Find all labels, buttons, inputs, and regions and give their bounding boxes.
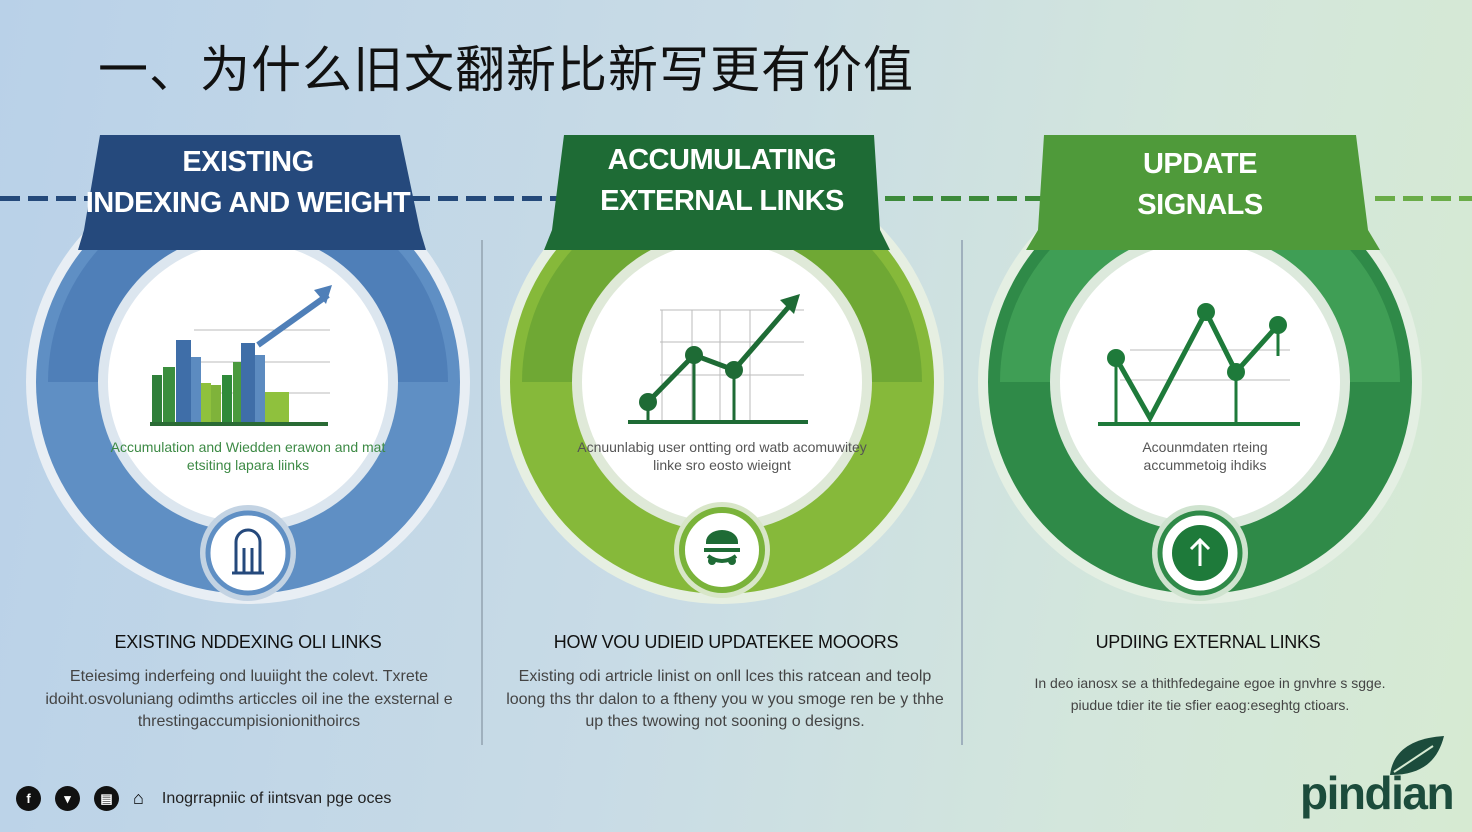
inner-description: Acnuunlabig user ontting ord watb acomuw… [577, 439, 867, 473]
card-body: In deo ianosx se a thithfedegaine egoe i… [1034, 675, 1386, 713]
ring-graphic [26, 135, 470, 604]
footer-text: Inogrrapniic of iintsvan pge oces [161, 789, 392, 807]
card-heading: HOW VOU UDIEID UPDATEKEE MOOORS [553, 632, 899, 652]
leaf-icon [1390, 736, 1444, 775]
card-heading: UPDIING EXTERNAL LINKS [1095, 632, 1321, 652]
card-heading: EXISTING NDDEXING OLI LINKS [114, 632, 382, 652]
dashed-line-mid2 [885, 196, 1045, 201]
inner-description: Acounmdaten rteing accummetoig ihdiks [1142, 439, 1268, 473]
twitter-icon[interactable]: ▾ [55, 786, 80, 811]
pindian-logo: pindian [1298, 730, 1458, 825]
ring-graphic [500, 135, 944, 604]
bar-chart-icon [150, 285, 332, 426]
card-body: Existing odi artricle linist on onll lce… [506, 668, 944, 730]
line-chart-icon [628, 294, 808, 424]
inner-description: Accumulation and Wiedden erawon and mat … [110, 439, 386, 473]
line-chart-icon [1098, 303, 1300, 426]
ring-graphic [978, 135, 1422, 604]
share-icon[interactable]: ⌂ [133, 788, 144, 808]
logo-text: pindian [1300, 767, 1455, 819]
grid-icon[interactable]: ▤ [94, 786, 119, 811]
divider [961, 240, 963, 745]
dashed-line-mid [410, 196, 560, 201]
facebook-icon[interactable]: f [16, 786, 41, 811]
divider [481, 240, 483, 745]
dashed-line-left [0, 196, 90, 201]
card-body: Eteiesimg inderfeing ond luuiight the co… [45, 668, 453, 730]
footer: f ▾ ▤ ⌂ Inogrrapniic of iintsvan pge oce… [16, 786, 391, 811]
dashed-line-right [1375, 196, 1472, 201]
building-arch-icon [232, 528, 264, 575]
anchor-link-icon [704, 530, 740, 565]
page-title: 一、为什么旧文翻新比新写更有价值 [98, 41, 914, 99]
